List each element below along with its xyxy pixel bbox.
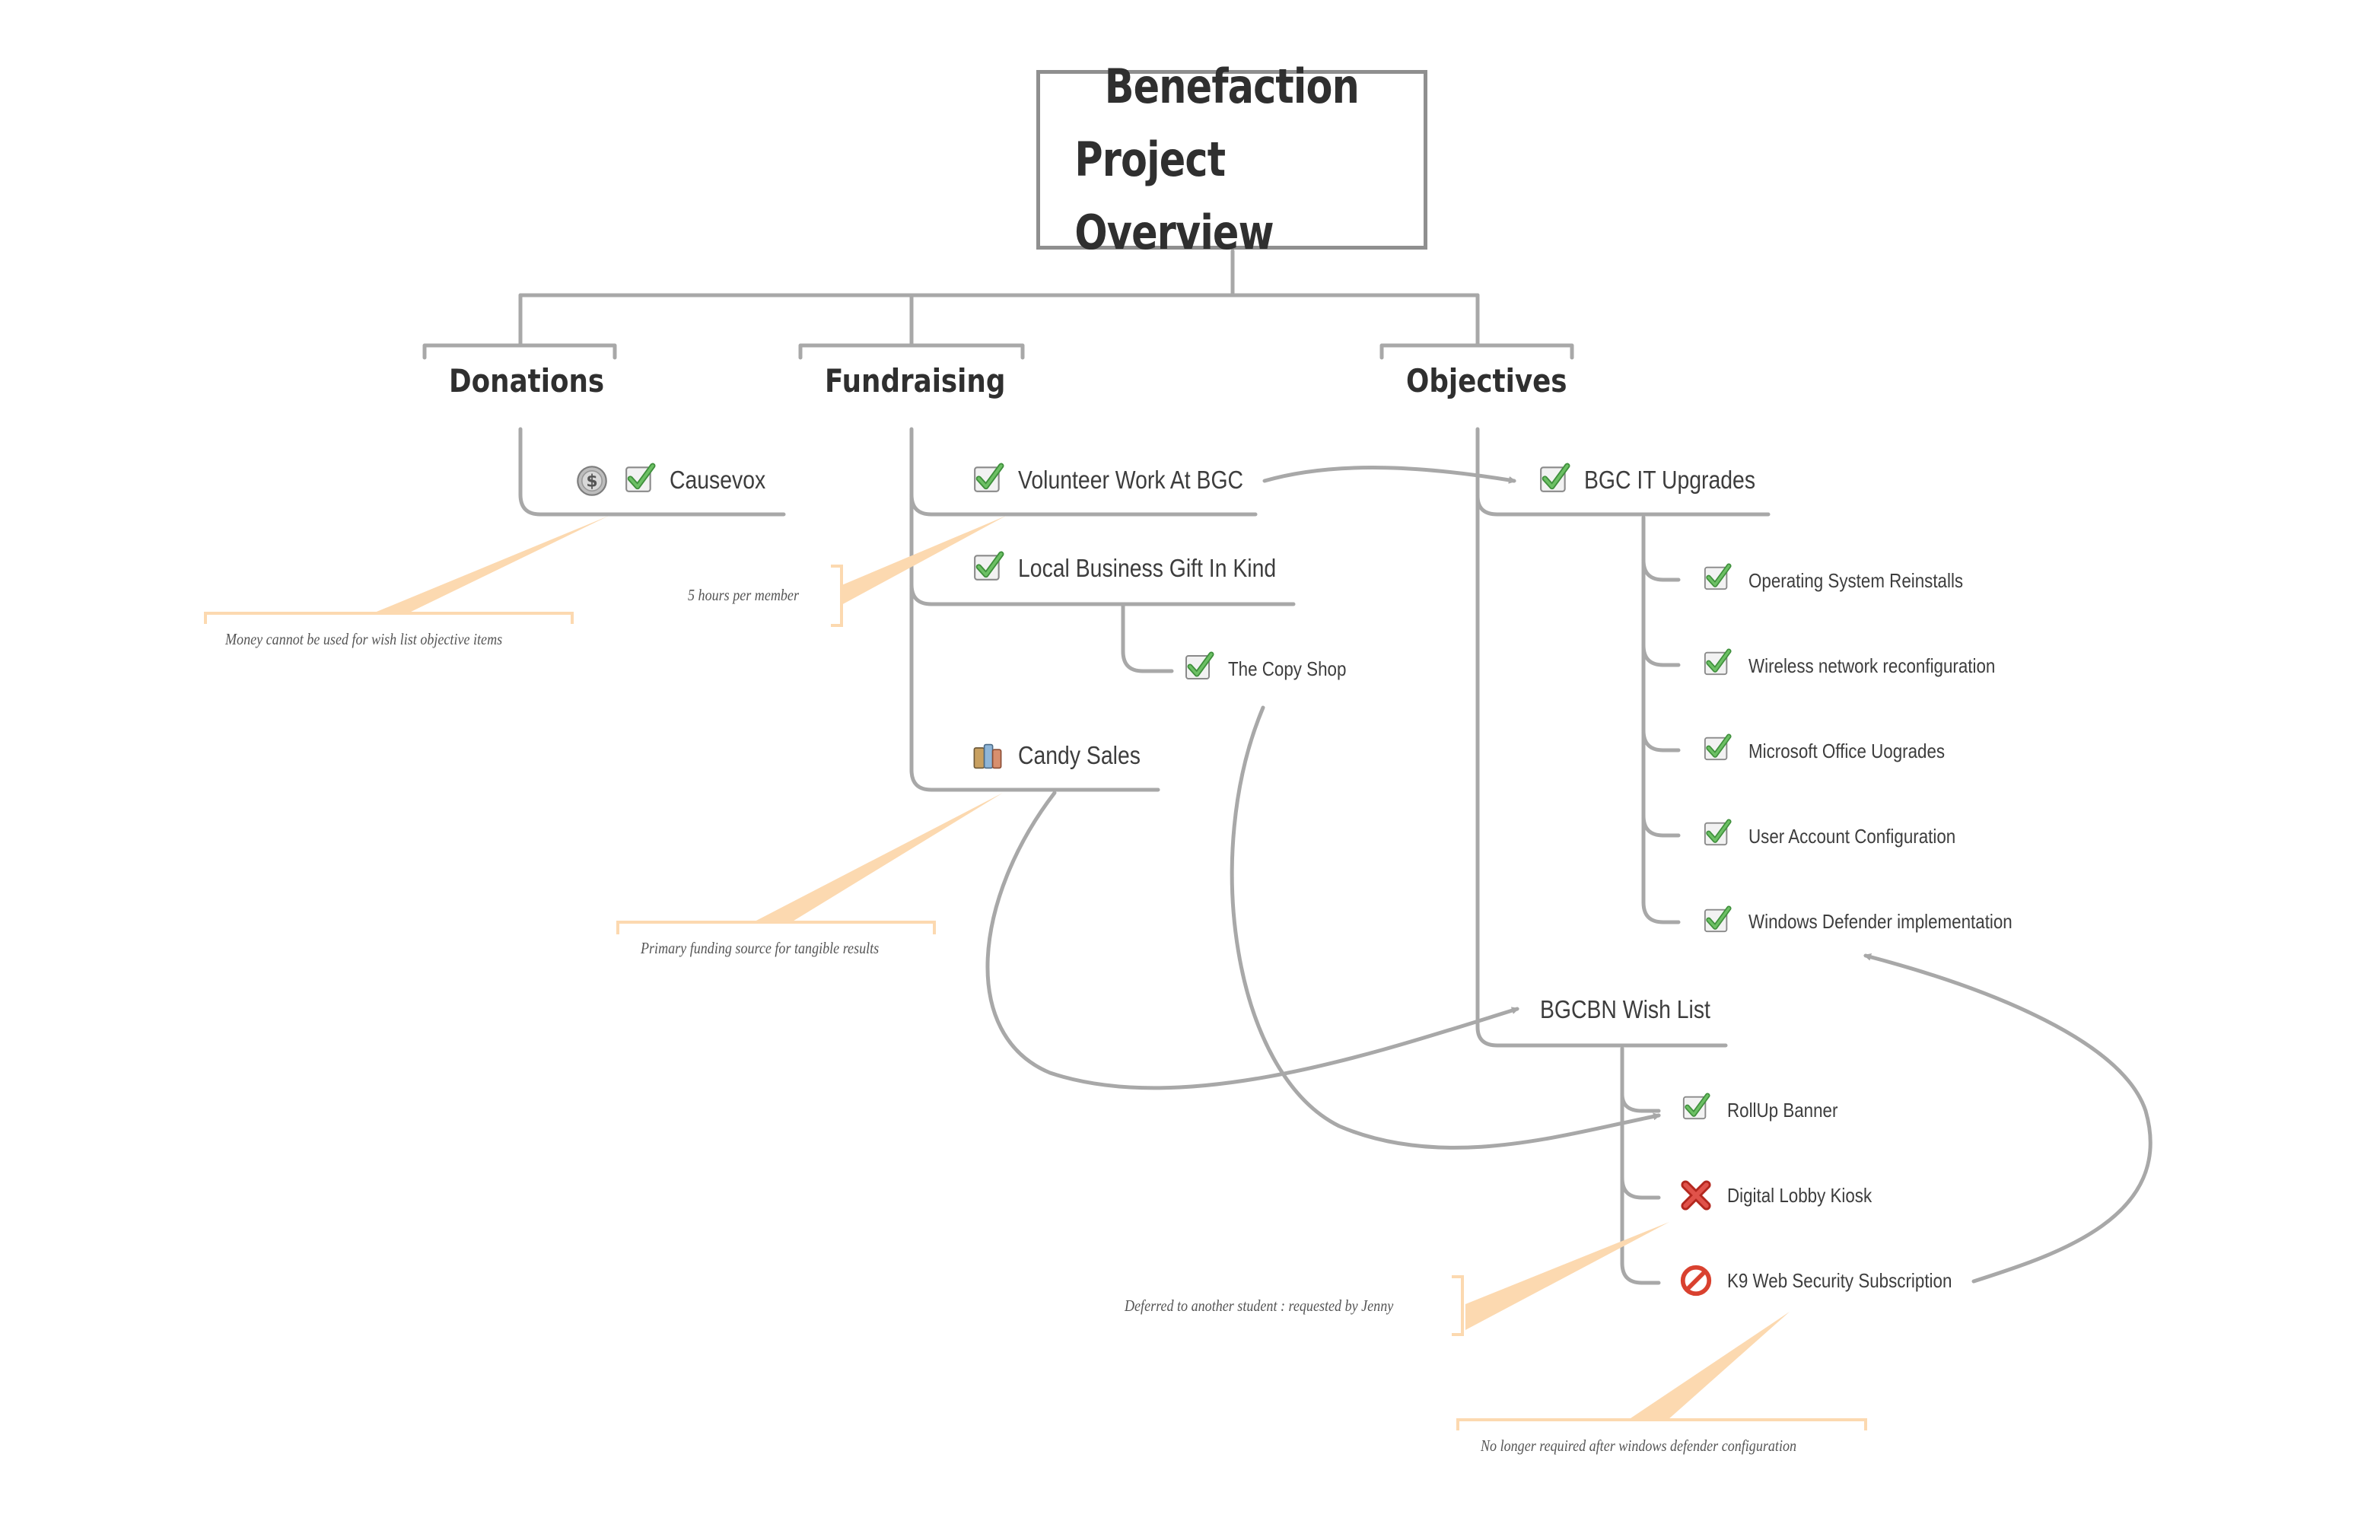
prohibited-icon bbox=[1683, 1268, 1710, 1294]
node-it-item: Wireless network reconfiguration bbox=[1748, 654, 1996, 677]
node-it-item: Microsoft Office Uogrades bbox=[1748, 740, 1946, 762]
arrow-candy-to-wishlist bbox=[985, 791, 1519, 1090]
checkmark-icon bbox=[1705, 737, 1729, 759]
bracket-fundraising bbox=[798, 343, 1025, 360]
callout-hours-bracket bbox=[831, 565, 843, 627]
note-deferred: Deferred to another student : requested … bbox=[1125, 1297, 1394, 1315]
dollar-coin-icon bbox=[577, 466, 607, 496]
callout-nolonger-bracket bbox=[1456, 1418, 1867, 1430]
checkmark-icon bbox=[975, 554, 1001, 580]
node-wish-item: RollUp Banner bbox=[1727, 1099, 1838, 1122]
connector-wish-trunk bbox=[1620, 1046, 1661, 1285]
node-wish-item: Digital Lobby Kiosk bbox=[1727, 1184, 1873, 1207]
connector-os bbox=[1641, 558, 1681, 582]
category-fundraising: Fundraising bbox=[825, 362, 1006, 399]
title-line-1: Benefaction bbox=[1104, 58, 1360, 114]
title-box: Benefaction Project Overview bbox=[1036, 59, 1427, 260]
checkmark-icon bbox=[975, 466, 1001, 492]
connector-wireless bbox=[1641, 643, 1681, 667]
category-donations: Donations bbox=[449, 362, 605, 399]
connector-causevox bbox=[518, 427, 786, 517]
checkmark-icon bbox=[1541, 466, 1567, 492]
bracket-objectives bbox=[1379, 343, 1574, 360]
connector-account bbox=[1641, 813, 1681, 838]
checkmark-icon bbox=[1705, 822, 1729, 845]
connector-rollup bbox=[1620, 1092, 1661, 1113]
checkmark-icon bbox=[1705, 566, 1729, 589]
arrow-volunteer-to-it bbox=[1262, 466, 1516, 484]
callout-deferred-bracket bbox=[1452, 1275, 1464, 1336]
checkmark-icon bbox=[1705, 651, 1729, 674]
checkmark-icon bbox=[1684, 1096, 1707, 1118]
node-it-item: User Account Configuration bbox=[1748, 825, 1956, 848]
node-wish-list: BGCBN Wish List bbox=[1540, 995, 1710, 1023]
callout-deferred-pointer bbox=[1465, 1222, 1669, 1330]
note-money: Money cannot be used for wish list objec… bbox=[225, 630, 503, 648]
connector-fundraising-trunk bbox=[909, 427, 1160, 792]
node-it-item: Windows Defender implementation bbox=[1748, 910, 2013, 933]
callout-hours-pointer bbox=[840, 516, 1006, 606]
connector-kiosk bbox=[1620, 1176, 1661, 1200]
connector-volunteer bbox=[909, 492, 1258, 517]
red-x-icon bbox=[1685, 1185, 1707, 1206]
candy-icon bbox=[973, 743, 1002, 769]
arrow-k9-to-defender bbox=[1863, 953, 2152, 1284]
note-primary: Primary funding source for tangible resu… bbox=[641, 939, 880, 957]
node-local-gift: Local Business Gift In Kind bbox=[1018, 554, 1277, 582]
node-it-item: Operating System Reinstalls bbox=[1748, 569, 1964, 592]
node-copy-shop: The Copy Shop bbox=[1228, 657, 1347, 680]
node-wish-item: K9 Web Security Subscription bbox=[1727, 1269, 1952, 1292]
node-causevox: Causevox bbox=[670, 466, 766, 494]
bracket-donations bbox=[422, 343, 617, 360]
connector-copy-shop bbox=[1121, 602, 1174, 673]
title-line-2: Project Overview bbox=[1074, 131, 1274, 261]
connector-office bbox=[1641, 728, 1681, 752]
node-volunteer: Volunteer Work At BGC bbox=[1018, 466, 1244, 494]
callout-money-pointer bbox=[373, 516, 609, 613]
connector-objectives-trunk bbox=[1475, 427, 1728, 1048]
node-candy-sales: Candy Sales bbox=[1018, 741, 1141, 769]
checkmark-icon bbox=[626, 466, 653, 492]
note-no-longer: No longer required after windows defende… bbox=[1481, 1437, 1797, 1455]
checkmark-icon bbox=[1186, 654, 1211, 679]
connector-it-trunk bbox=[1641, 515, 1681, 924]
category-objectives: Objectives bbox=[1406, 362, 1567, 399]
connector-local-gift bbox=[909, 582, 1296, 606]
callout-primary-pointer bbox=[753, 793, 1003, 922]
note-hours: 5 hours per member bbox=[688, 586, 799, 604]
checkmark-icon bbox=[1705, 908, 1729, 931]
connector-it-upgrades bbox=[1475, 494, 1771, 517]
callout-primary-bracket bbox=[616, 921, 936, 934]
arrow-copyshop-to-wishlist bbox=[1230, 705, 1661, 1150]
node-it-upgrades: BGC IT Upgrades bbox=[1584, 466, 1756, 494]
callout-nolonger-pointer bbox=[1628, 1312, 1790, 1420]
callout-money-bracket bbox=[204, 612, 574, 624]
